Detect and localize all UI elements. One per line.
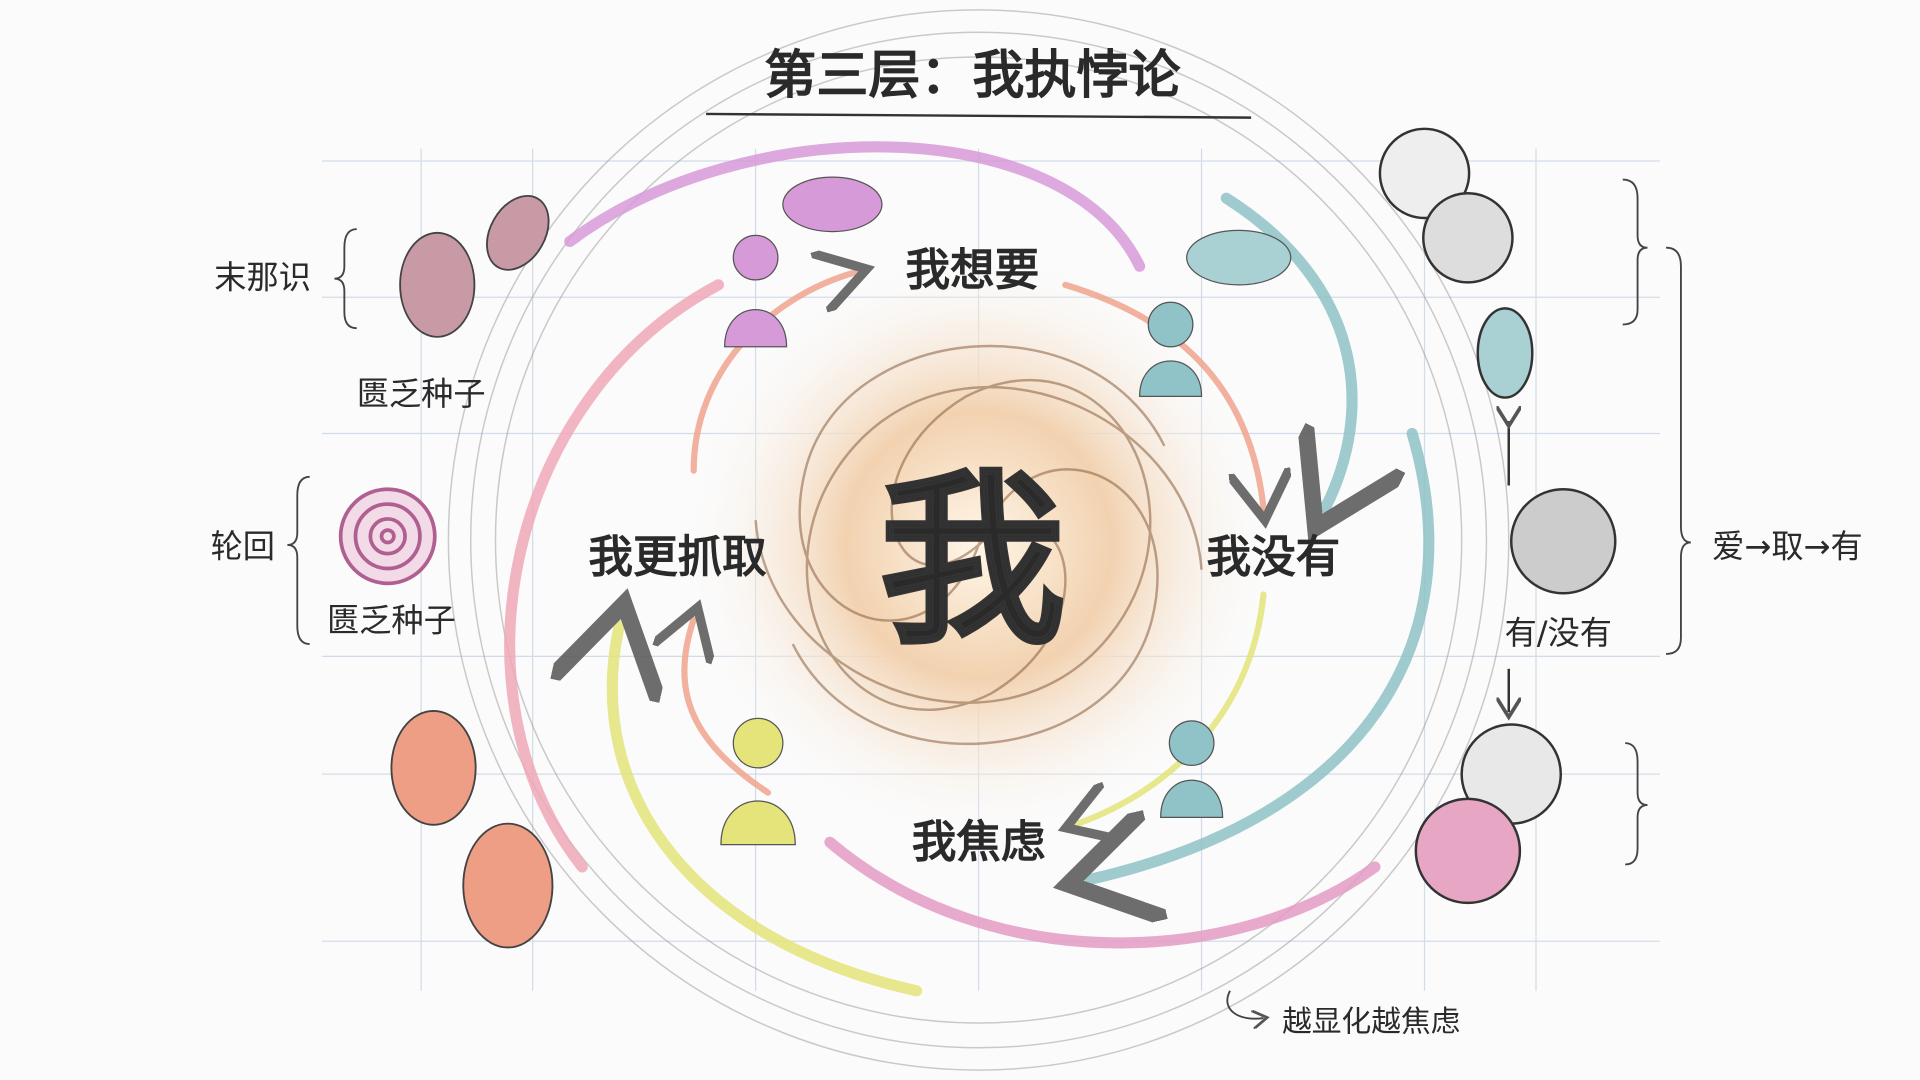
page-title: 第三层：我执悖论 bbox=[764, 46, 1181, 106]
label-samsara: 轮回 bbox=[211, 527, 275, 565]
cracked-seed-icon bbox=[390, 709, 477, 826]
center-self-label: 我 bbox=[879, 453, 1065, 669]
person-anxious bbox=[1160, 720, 1224, 819]
note-pointer bbox=[1226, 990, 1263, 1019]
title-block: 第三层：我执悖论 bbox=[706, 46, 1252, 119]
node-grasp-label: 我更抓取 bbox=[588, 531, 767, 583]
label-love-grasp-becoming: 爱→取→有 bbox=[1712, 527, 1863, 565]
yin-yang-icon bbox=[1509, 487, 1617, 595]
label-lack-seed-1: 匮乏种子 bbox=[357, 375, 486, 413]
arrow-want-to-lack bbox=[564, 141, 1146, 272]
node-lack-label: 我没有 bbox=[1207, 531, 1341, 583]
arrow-lack-to-anxious bbox=[1090, 427, 1435, 879]
arrow-anxious-to-grasp-inner bbox=[684, 619, 772, 796]
spiral-icon bbox=[338, 487, 437, 586]
yin-yang-icon bbox=[1378, 127, 1471, 220]
label-have-have-not: 有/没有 bbox=[1505, 614, 1612, 652]
label-lack-seed-2: 匮乏种子 bbox=[327, 602, 456, 640]
person-want bbox=[724, 176, 883, 348]
cycle-arrows bbox=[504, 141, 1435, 997]
cracked-seed-icon bbox=[1476, 307, 1534, 399]
vortex bbox=[681, 247, 1276, 843]
cracked-seed-icon bbox=[399, 231, 476, 338]
yin-yang-group bbox=[1378, 127, 1617, 905]
person-lack bbox=[1138, 229, 1292, 397]
label-more-manifest-more-anxious: 越显化越焦虑 bbox=[1282, 1005, 1460, 1040]
cracked-seed-icon bbox=[462, 822, 554, 949]
title-underline bbox=[706, 112, 1252, 119]
cracked-seed-icon bbox=[486, 194, 550, 271]
outer-circles bbox=[447, 9, 1510, 1071]
arrow-yellow-outer bbox=[612, 625, 923, 997]
arrow-lack-outer bbox=[1220, 192, 1352, 508]
yin-yang-icon bbox=[1414, 797, 1522, 905]
arrow-pink-left bbox=[504, 279, 725, 873]
yin-yang-icon bbox=[1422, 191, 1514, 284]
arrow-anxious-outer bbox=[824, 836, 1381, 949]
label-manas: 末那识 bbox=[214, 259, 311, 297]
person-grasp bbox=[720, 717, 796, 846]
arrow-want-to-lack-inner bbox=[1062, 281, 1263, 508]
seeds-left bbox=[338, 194, 554, 949]
braces bbox=[287, 178, 1691, 866]
node-anxious-label: 我焦虑 bbox=[912, 816, 1046, 868]
thought-cloud-icon bbox=[1186, 229, 1292, 286]
thought-cloud-icon bbox=[782, 176, 883, 233]
node-want-label: 我想要 bbox=[906, 244, 1040, 296]
